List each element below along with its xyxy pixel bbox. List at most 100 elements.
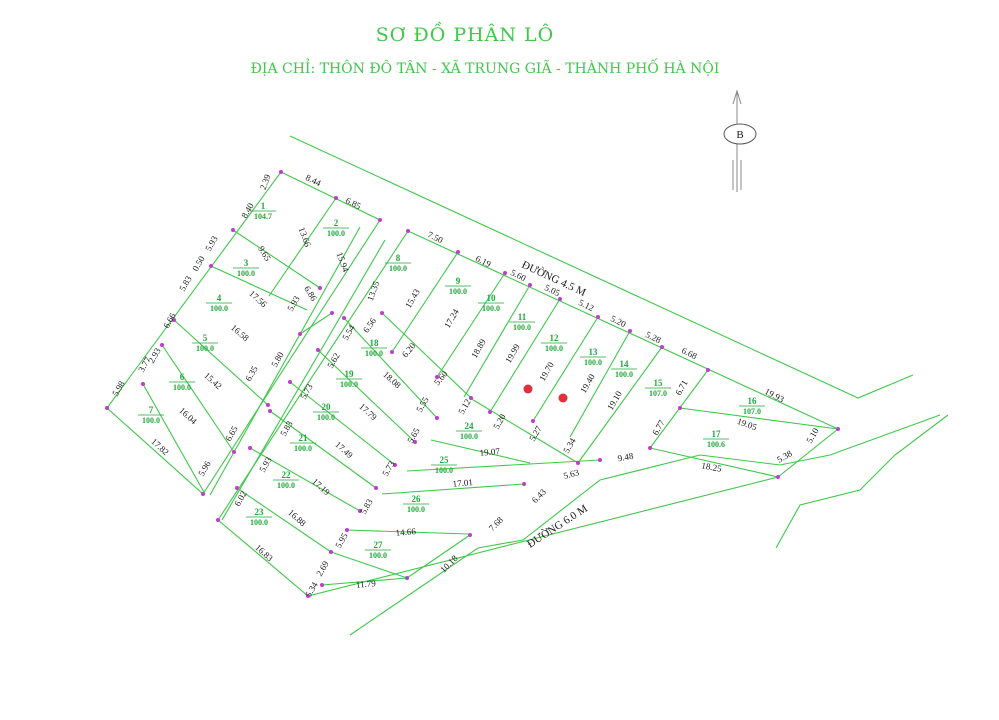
lot-area: 100.0 (196, 344, 214, 353)
lot-id: 20 (322, 402, 332, 412)
lot-area: 100.0 (460, 432, 478, 441)
dimension-label: 5.20 (491, 412, 508, 431)
lot-area: 100.0 (615, 370, 633, 379)
vertex-dot (279, 170, 283, 174)
vertex-dot (216, 518, 220, 522)
vertex-dot (390, 350, 394, 354)
vertex-dot (596, 315, 600, 319)
lot-id: 27 (374, 540, 384, 550)
lot-area: 100.0 (294, 444, 312, 453)
vertex-dot (358, 509, 362, 513)
lot-area: 100.0 (237, 269, 255, 278)
dimension-label: 6.20 (400, 340, 418, 359)
dimension-label: 19.99 (503, 342, 522, 365)
vertex-dot (172, 318, 176, 322)
vertex-dot (330, 311, 334, 315)
dimension-label: 19.70 (537, 360, 556, 383)
lot-id: 11 (518, 312, 527, 322)
dimension-label: 6.86 (302, 284, 319, 303)
lot-id: 17 (712, 429, 722, 439)
road-boundaries (106, 135, 949, 636)
lot-id: 5 (203, 333, 208, 343)
dimension-label: 5.80 (269, 350, 286, 369)
vertex-dot (288, 380, 292, 384)
dimension-label: 6.43 (530, 486, 549, 505)
vertex-dot (334, 196, 338, 200)
vertex-dot (374, 486, 378, 490)
dimension-label: 19.40 (578, 372, 597, 395)
lot-id: 8 (396, 253, 401, 263)
dimension-label: 2.39 (258, 172, 273, 191)
dimension-label: 17.19 (310, 476, 332, 497)
lot-area: 100.0 (545, 344, 563, 353)
lot-area: 104.7 (254, 212, 272, 221)
lot-id: 9 (456, 276, 461, 286)
dimension-label: 5.12 (577, 297, 596, 313)
address-subtitle: ĐỊA CHỈ: THÔN ĐÔ TÂN - XÃ TRUNG GIÃ - TH… (250, 61, 720, 77)
lot-id: 26 (412, 494, 422, 504)
dimension-label: 17.01 (452, 477, 473, 489)
vertex-dot (380, 311, 384, 315)
lot-area: 100.0 (584, 358, 602, 367)
dimension-label: 6.71 (673, 378, 690, 397)
vertex-dot (435, 416, 439, 420)
vertex-dot (558, 297, 562, 301)
lot-area: 100.0 (369, 551, 387, 560)
vertex-dot (413, 440, 417, 444)
lot-id: 1 (261, 201, 266, 211)
marker-point (523, 384, 533, 394)
dimension-label: 5.54 (340, 323, 357, 342)
dimension-label: 5.98 (110, 379, 127, 398)
lot-id: 19 (345, 369, 355, 379)
vertex-dot (528, 283, 532, 287)
dimension-label: 2.69 (314, 559, 331, 578)
lot-id: 16 (748, 396, 758, 406)
lot-labels: 1104.72100.03100.04100.05100.06100.07100… (138, 201, 765, 560)
lot-id: 10 (487, 293, 497, 303)
lot-id: 21 (299, 433, 309, 443)
vertex-dot (836, 427, 840, 431)
dimension-label: 6.02 (232, 489, 249, 508)
vertex-dot (456, 250, 460, 254)
dimension-label: 19.93 (763, 386, 786, 405)
dimension-label: 13.66 (297, 226, 313, 249)
dimension-label: 17.82 (149, 436, 171, 457)
lot-id: 3 (244, 258, 249, 268)
dimension-label: 15.43 (403, 287, 422, 310)
dimension-label: 5.63 (562, 467, 580, 481)
vertex-dot (706, 368, 710, 372)
marker-point (558, 393, 568, 403)
dimension-label: 5.55 (414, 395, 431, 414)
lot-id: 23 (255, 507, 265, 517)
vertex-dot (329, 550, 333, 554)
vertex-dot (318, 286, 322, 290)
vertex-dot (598, 458, 602, 462)
lot-id: 25 (440, 455, 450, 465)
lot-id: 22 (282, 470, 292, 480)
dimension-label: 5.83 (358, 497, 375, 516)
vertex-dot (201, 492, 205, 496)
lot-id: 13 (589, 347, 599, 357)
lot-id: 6 (180, 372, 185, 382)
vertex-dot (105, 406, 109, 410)
vertex-dot (320, 583, 324, 587)
lot-area: 100.0 (317, 413, 335, 422)
lot-area: 107.0 (743, 407, 761, 416)
dimension-label: 16.04 (177, 405, 199, 426)
dimension-label: 6.68 (680, 345, 699, 361)
dimension-label: 5.65 (405, 426, 422, 445)
lot-area: 100.6 (707, 440, 725, 449)
vertex-dot (141, 382, 145, 386)
dimension-label: 17.49 (333, 439, 355, 460)
